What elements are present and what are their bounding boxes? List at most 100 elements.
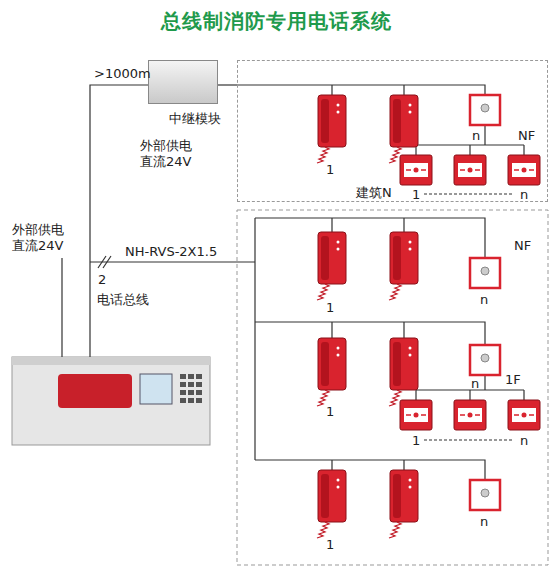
wire [98,256,111,268]
phone-body [318,232,346,284]
phone-led [337,479,340,482]
button-window [458,163,482,177]
button-dot [522,168,527,173]
phone-body [318,338,346,390]
phone-led [337,354,340,357]
phone-cord [389,522,401,538]
phone-body [390,470,418,522]
floor-label: NF [518,128,535,144]
phone-cord [317,284,329,300]
alarm-button [454,400,486,430]
phone-socket [470,95,500,125]
phone-led [337,241,340,244]
relay-module: 中继模块 [148,60,218,104]
phone-socket [470,345,500,375]
phone-cord [317,147,329,163]
phone-led [409,111,412,114]
phone-led [409,248,412,251]
phone-body [390,232,418,284]
wire [90,85,148,357]
wire [416,125,524,155]
alarm-button [400,400,432,430]
host-key [188,390,194,395]
button-dot [468,413,473,418]
floor-label: 1F [505,372,521,388]
alarm-button [400,155,432,185]
phone-cord [317,390,329,406]
host-key [196,382,202,387]
phone-led [409,241,412,244]
callout-number: 1 [412,433,420,449]
wire [424,439,514,440]
phone-cord [389,284,401,300]
wire [90,261,255,262]
callout-number: n [480,514,488,530]
callout-number: n [520,187,528,203]
phone-cord [389,147,401,163]
button-dot [522,413,527,418]
host-key [188,382,194,387]
button-window [458,408,482,422]
socket-jack [481,354,489,362]
phone-socket [470,258,500,288]
bus-label: 电话总线 [97,292,149,308]
button-arrow [406,169,426,171]
phone-led [409,354,412,357]
alarm-button [454,155,486,185]
phone-led [409,347,412,350]
phone-handset [393,236,401,280]
phone-body [390,95,418,147]
host-window [58,374,132,408]
host-key [180,374,186,379]
wire [255,322,485,345]
callout-number: n [472,128,480,144]
host-key [188,398,194,403]
host-key [180,382,186,387]
callout-number: 1 [326,162,334,178]
phone-led [409,486,412,489]
phone-handset [321,342,329,386]
callout-number: n [520,433,528,449]
phone-led [337,347,340,350]
socket-jack [481,267,489,275]
phone-led [337,486,340,489]
phone-cord [389,390,401,406]
wire-count: 2 [98,272,106,288]
phone-socket [470,480,500,510]
button-arrow [514,414,534,416]
phone-handset [321,474,329,518]
button-dot [414,168,419,173]
phone-led [409,104,412,107]
cable-spec: NH-RVS-2X1.5 [125,244,217,260]
phone-cord [317,522,329,538]
button-window [512,408,536,422]
host-key [180,390,186,395]
power-note: 外部供电 直流24V [140,138,202,169]
button-arrow [460,414,480,416]
connector-line [218,84,237,85]
distance-label: >1000m [94,66,151,82]
wire [237,85,485,95]
button-window [404,408,428,422]
callout-number: 1 [412,187,420,203]
alarm-button [508,155,540,185]
button-arrow [514,169,534,171]
wire [424,193,514,194]
phone-handset [321,236,329,280]
node-label: 建筑N [356,185,392,201]
host-screen [140,374,172,404]
host-key [196,374,202,379]
host-key [180,398,186,403]
phone-led [337,111,340,114]
wire [255,460,485,480]
callout-number: 1 [326,404,334,420]
button-window [512,163,536,177]
wire [254,218,255,460]
button-arrow [406,414,426,416]
host-strip [12,357,210,365]
button-window [404,163,428,177]
phone-handset [393,342,401,386]
